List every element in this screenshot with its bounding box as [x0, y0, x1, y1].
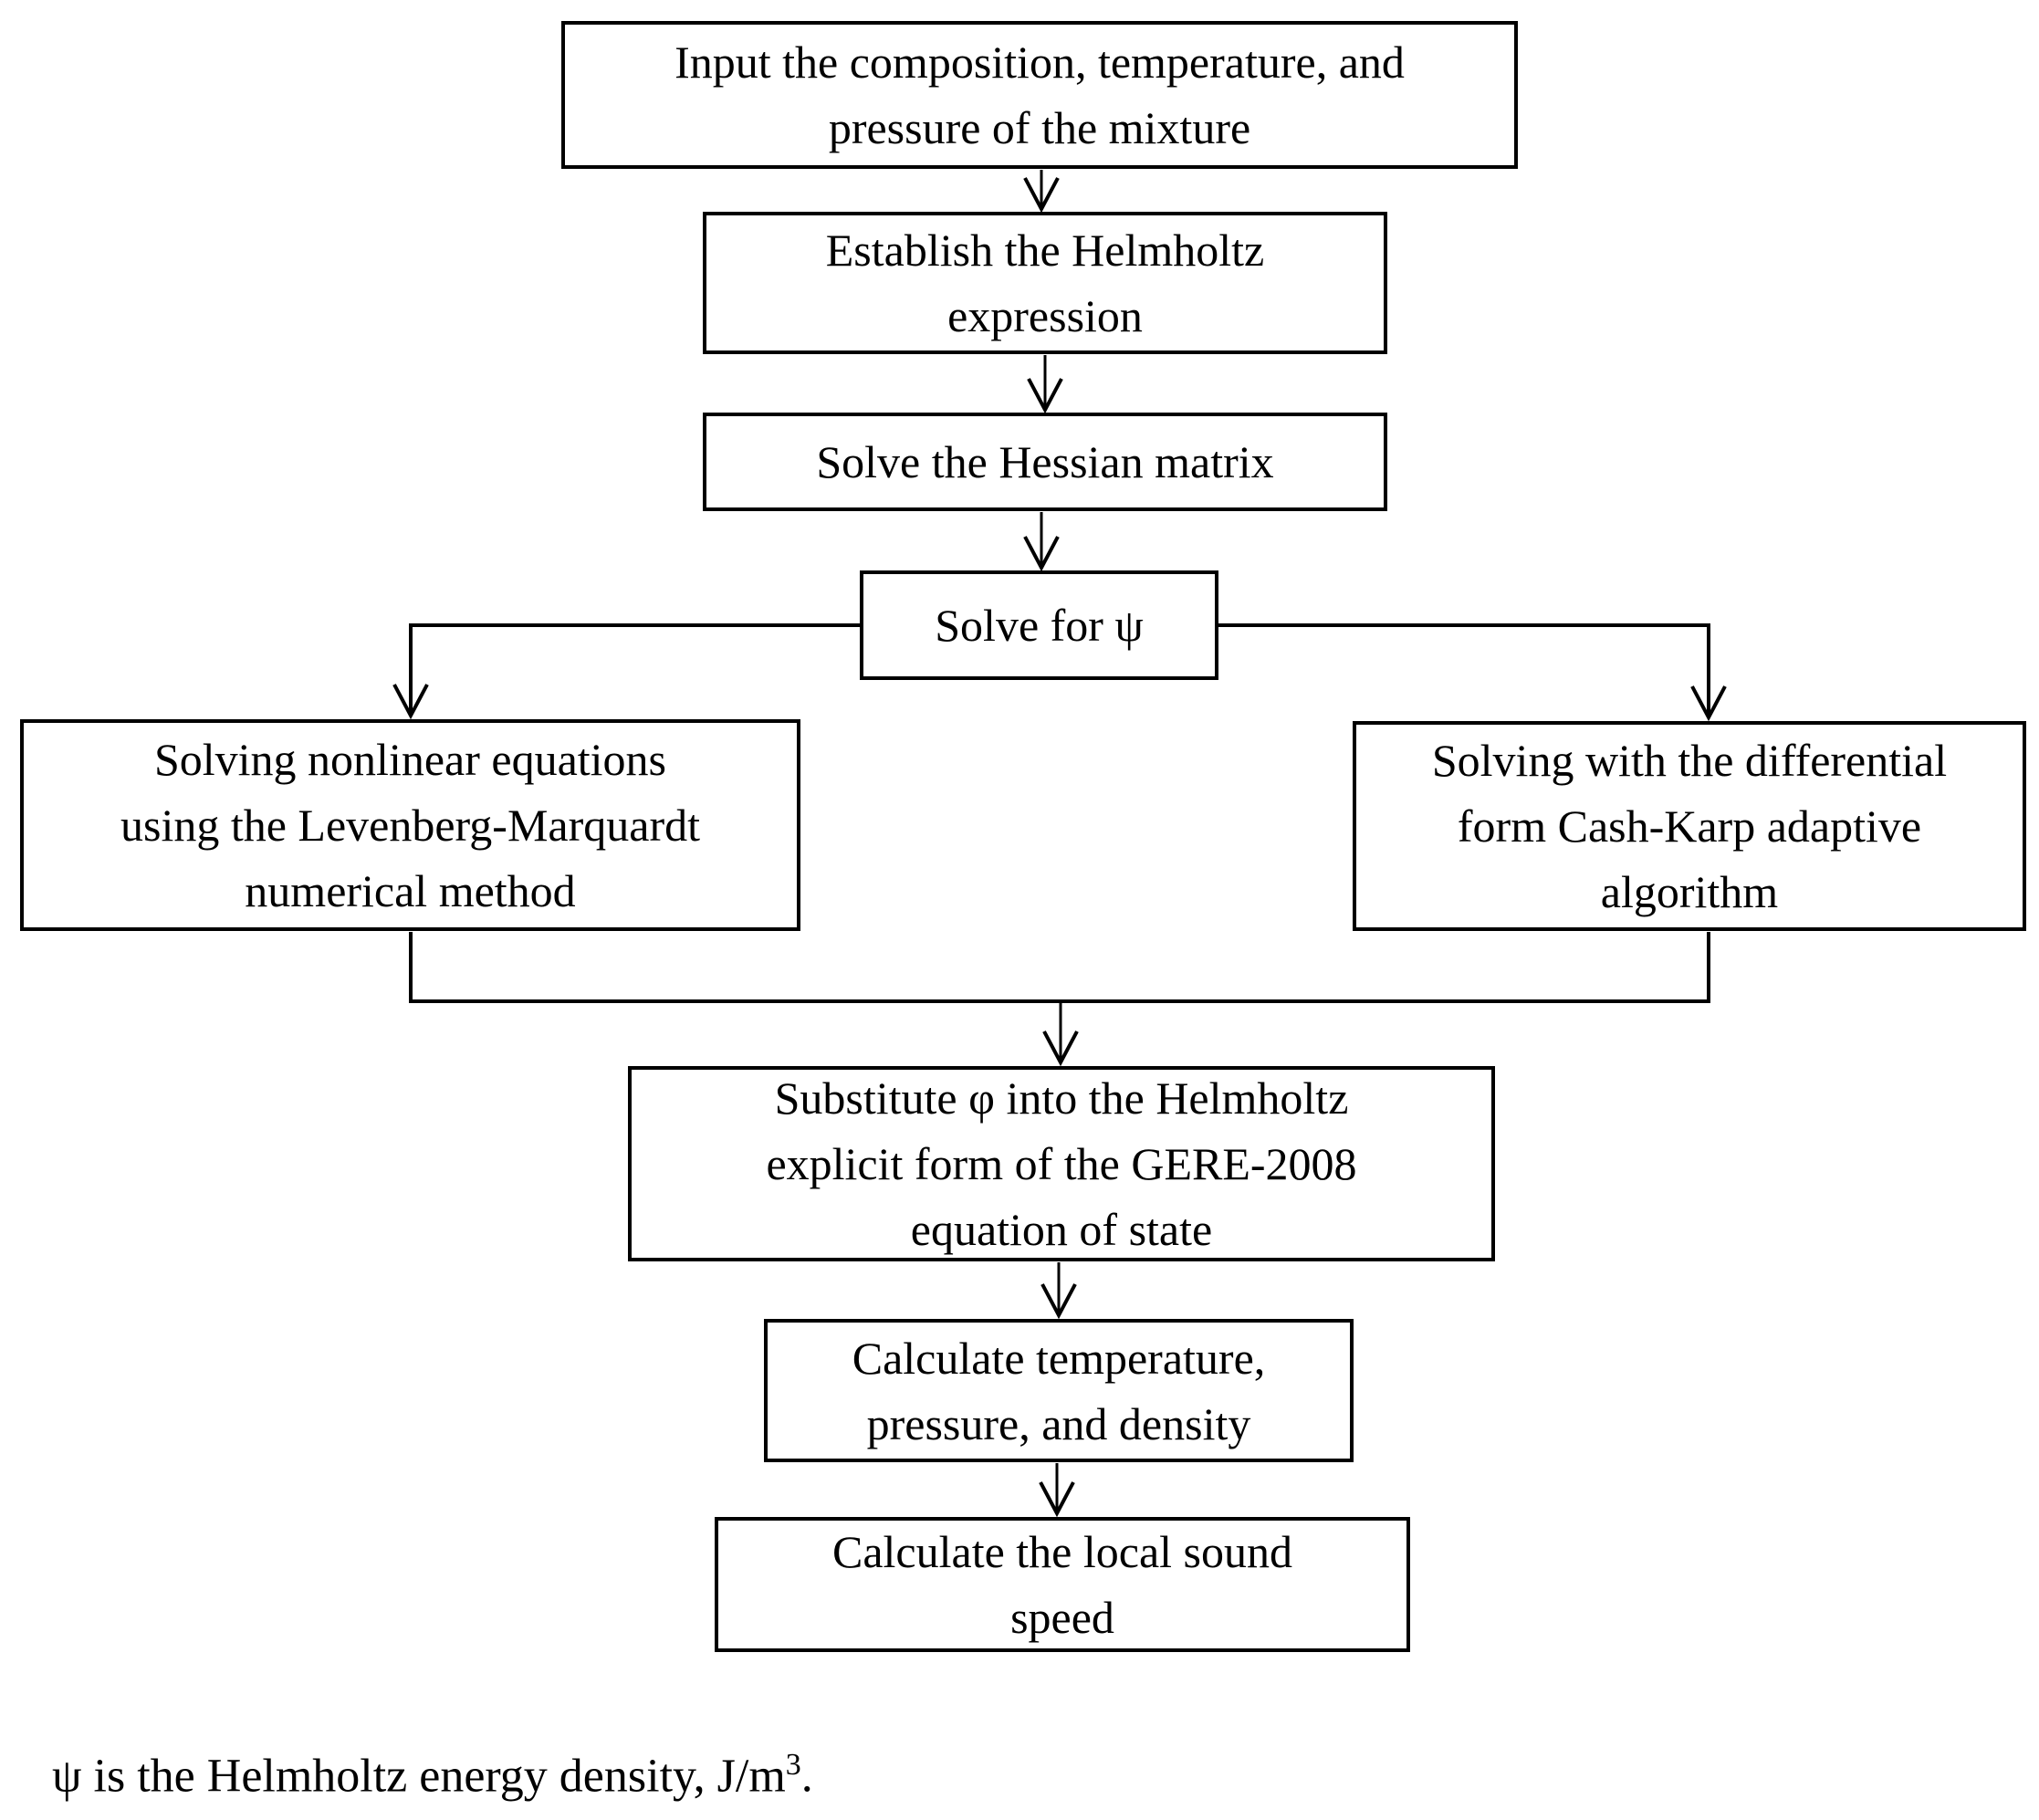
- merge-connector: [409, 932, 1710, 1003]
- node-levenberg-box: Solving nonlinear equations using the Le…: [20, 719, 800, 931]
- footnote-text: ψ is the Helmholtz energy density, J/m: [52, 1750, 786, 1803]
- footnote-period: .: [800, 1750, 813, 1803]
- node-calc-tpd-label: Calculate temperature, pressure, and den…: [852, 1332, 1266, 1449]
- node-input-box: Input the composition, temperature, and …: [561, 21, 1518, 169]
- node-cash-karp-box: Solving with the differential form Cash-…: [1353, 721, 2026, 931]
- branch-left-connector: [392, 623, 862, 720]
- node-calc-tpd-box: Calculate temperature, pressure, and den…: [764, 1319, 1354, 1462]
- node-substitute-box: Substitute φ into the Helmholtz explicit…: [628, 1066, 1495, 1261]
- footnote-superscript: 3: [785, 1748, 801, 1782]
- node-calc-sound-label: Calculate the local sound speed: [831, 1526, 1292, 1643]
- node-hessian-label: Solve the Hessian matrix: [816, 436, 1274, 487]
- node-substitute-label: Substitute φ into the Helmholtz explicit…: [766, 1072, 1357, 1255]
- node-cash-karp-label: Solving with the differential form Cash-…: [1431, 735, 1948, 917]
- node-solve-psi-label: Solve for ψ: [935, 600, 1144, 651]
- node-establish-label: Establish the Helmholtz expression: [825, 225, 1265, 341]
- node-calc-sound-box: Calculate the local sound speed: [715, 1517, 1410, 1652]
- branch-right-connector: [1217, 623, 1727, 722]
- node-establish-box: Establish the Helmholtz expression: [703, 212, 1387, 354]
- node-input-label: Input the composition, temperature, and …: [674, 37, 1405, 153]
- node-levenberg-label: Solving nonlinear equations using the Le…: [120, 734, 700, 916]
- footnote: ψ is the Helmholtz energy density, J/m3.: [52, 1737, 813, 1804]
- node-solve-psi-box: Solve for ψ: [860, 570, 1218, 680]
- node-hessian-box: Solve the Hessian matrix: [703, 413, 1387, 511]
